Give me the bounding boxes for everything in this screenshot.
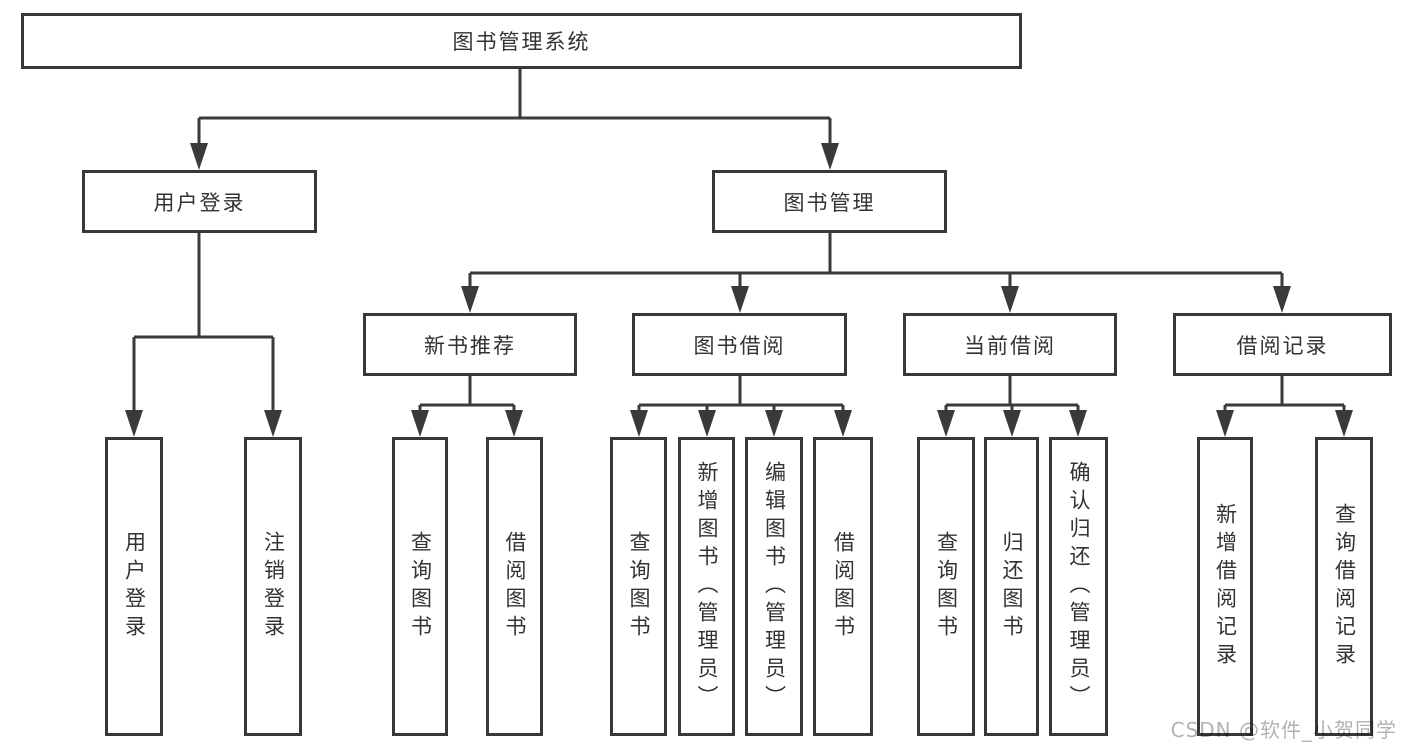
leaf-records-add-record-label: 新增借阅记录 [1213, 502, 1238, 671]
node-root-system: 图书管理系统 [21, 13, 1022, 69]
leaf-user-login-label: 用户登录 [122, 530, 147, 643]
leaf-borrow-add-books-admin-label: 新增图书（管理员） [695, 460, 719, 713]
leaf-borrow-edit-books-admin-label: 编辑图书（管理员） [762, 460, 787, 713]
leaf-current-confirm-return-admin-label: 确认归还（管理员） [1067, 460, 1091, 713]
leaf-current-confirm-return-admin: 确认归还（管理员） [1049, 437, 1108, 736]
leaf-logout: 注销登录 [244, 437, 302, 736]
csdn-watermark: CSDN @软件_小贺同学 [1170, 718, 1397, 742]
leaf-current-return-books-label: 归还图书 [1000, 530, 1024, 643]
node-current-borrow: 当前借阅 [903, 313, 1117, 376]
node-book-management: 图书管理 [712, 170, 947, 233]
leaf-current-query-books: 查询图书 [917, 437, 975, 736]
leaf-borrow-edit-books-admin: 编辑图书（管理员） [745, 437, 803, 736]
leaf-current-query-books-label: 查询图书 [934, 530, 959, 643]
leaf-newbooks-borrow-books-label: 借阅图书 [503, 530, 527, 643]
leaf-user-login: 用户登录 [105, 437, 163, 736]
leaf-borrow-borrow-books: 借阅图书 [813, 437, 873, 736]
leaf-borrow-add-books-admin: 新增图书（管理员） [678, 437, 735, 736]
leaf-borrow-query-books-label: 查询图书 [627, 530, 651, 643]
leaf-newbooks-borrow-books: 借阅图书 [486, 437, 543, 736]
leaf-records-add-record: 新增借阅记录 [1197, 437, 1253, 736]
leaf-borrow-borrow-books-label: 借阅图书 [831, 530, 856, 643]
node-borrow-records: 借阅记录 [1173, 313, 1392, 376]
leaf-borrow-query-books: 查询图书 [610, 437, 667, 736]
leaf-logout-label: 注销登录 [261, 530, 286, 643]
node-user-login: 用户登录 [82, 170, 317, 233]
leaf-newbooks-query-books: 查询图书 [392, 437, 448, 736]
node-book-borrow: 图书借阅 [632, 313, 847, 376]
leaf-records-query-record: 查询借阅记录 [1315, 437, 1373, 736]
leaf-newbooks-query-books-label: 查询图书 [408, 530, 433, 643]
node-new-book-recommend: 新书推荐 [363, 313, 577, 376]
leaf-current-return-books: 归还图书 [984, 437, 1039, 736]
leaf-records-query-record-label: 查询借阅记录 [1332, 502, 1357, 671]
